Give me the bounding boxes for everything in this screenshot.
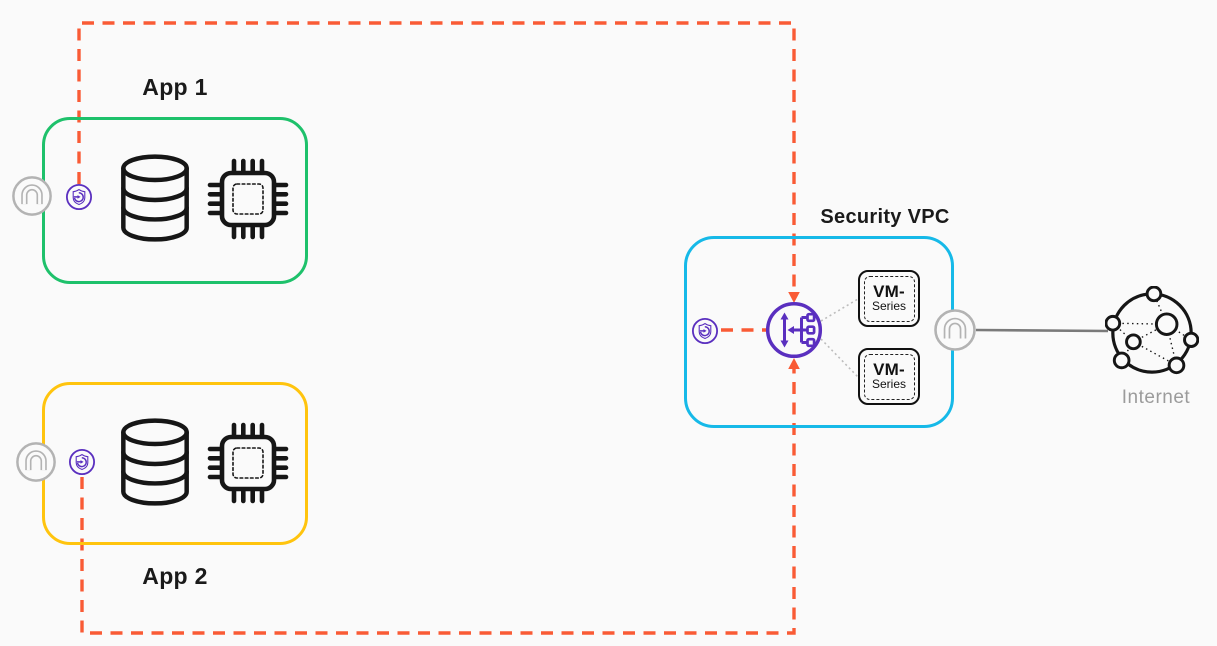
link-gateway-to-internet [975,328,1109,333]
arrowhead-down-icon [788,292,800,303]
vm-series-firewall: VM- Series [858,348,920,405]
vm-series-label: VM- [873,282,905,302]
security-endpoint-icon [65,183,93,211]
vm-series-inner: VM- Series [863,275,915,322]
security-endpoint-icon [691,317,719,345]
traffic-flow-app1-to-gwlb [77,21,796,292]
vm-series-label: Series [871,377,906,392]
database-icon [121,418,189,506]
security-endpoint-icon [68,448,96,476]
internet-label: Internet [1121,387,1191,408]
arrowhead-up-icon [788,358,800,369]
security-vpc-title: Security VPC [820,206,950,228]
app2-title: App 2 [142,563,208,589]
internet-globe-icon [1105,286,1199,375]
vm-series-firewall: VM- Series [858,270,920,327]
link-gwlb-to-vm2 [820,338,859,378]
vm-series-label: VM- [873,360,905,380]
gateway-icon [934,309,976,351]
vm-series-label: Series [871,299,906,314]
link-gwlb-to-vm1 [820,298,859,322]
vm-series-inner: VM- Series [863,353,915,400]
gateway-load-balancer-icon [765,301,823,359]
gateway-icon [16,442,56,482]
gateway-icon [12,176,52,216]
compute-chip-icon [207,158,289,240]
app1-title: App 1 [142,74,208,100]
database-icon [121,154,189,242]
compute-chip-icon [207,422,289,504]
